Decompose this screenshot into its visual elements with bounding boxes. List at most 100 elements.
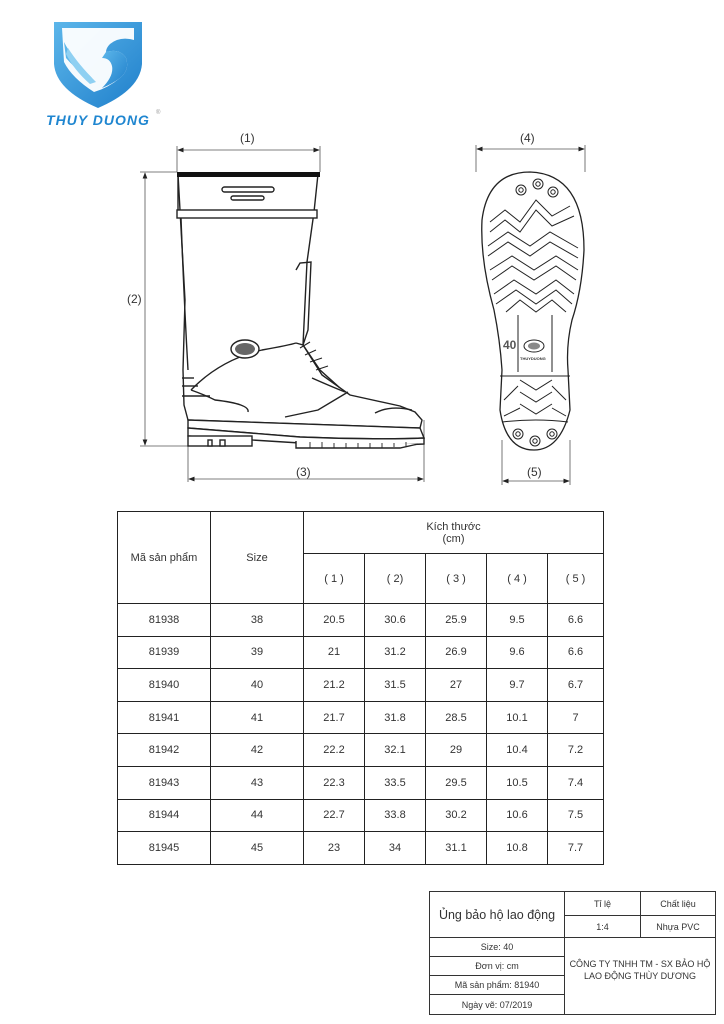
cell-code: 81942 bbox=[117, 733, 211, 767]
cell-d3: 30.2 bbox=[425, 798, 487, 833]
table-row: 81942 42 22.2 32.1 29 10.4 7.2 bbox=[117, 733, 604, 767]
brand-logo: THUY DUONG ® bbox=[28, 18, 168, 130]
table-row: 81939 39 21 31.2 26.9 9.6 6.6 bbox=[117, 635, 604, 670]
header-col-2: ( 2) bbox=[364, 553, 426, 604]
cell-d5: 7.2 bbox=[547, 733, 604, 767]
cell-d4: 9.7 bbox=[486, 668, 548, 702]
cell-d3: 29.5 bbox=[425, 765, 487, 800]
header-dimensions: Kích thước (cm) bbox=[303, 511, 604, 554]
dim-label-5: (5) bbox=[527, 465, 542, 479]
cell-d4: 10.4 bbox=[486, 733, 548, 767]
cell-size: 38 bbox=[210, 603, 304, 637]
cell-d2: 31.5 bbox=[364, 668, 426, 702]
cell-code: 81943 bbox=[117, 765, 211, 800]
cell-d3: 25.9 bbox=[425, 603, 487, 637]
cell-d3: 28.5 bbox=[425, 700, 487, 735]
header-col-1: ( 1 ) bbox=[303, 553, 365, 604]
cell-d5: 7.5 bbox=[547, 798, 604, 833]
cell-d2: 31.8 bbox=[364, 700, 426, 735]
sole-size-mark: 40 bbox=[503, 338, 517, 352]
cell-size: 39 bbox=[210, 635, 304, 670]
table-row: 81941 41 21.7 31.8 28.5 10.1 7 bbox=[117, 700, 604, 735]
cell-d2: 31.2 bbox=[364, 635, 426, 670]
header-col-3: ( 3 ) bbox=[425, 553, 487, 604]
cell-d4: 9.5 bbox=[486, 603, 548, 637]
cell-code: 81940 bbox=[117, 668, 211, 702]
cell-size: 41 bbox=[210, 700, 304, 735]
material-label: Chất liệu bbox=[640, 891, 716, 916]
cell-d1: 21 bbox=[303, 635, 365, 670]
header-col-4: ( 4 ) bbox=[486, 553, 548, 604]
header-dimensions-label: Kích thước bbox=[426, 520, 481, 533]
dimension-lines-side bbox=[140, 146, 425, 482]
cell-d3: 26.9 bbox=[425, 635, 487, 670]
technical-drawing bbox=[140, 145, 586, 485]
cell-code: 81944 bbox=[117, 798, 211, 833]
cell-d1: 20.5 bbox=[303, 603, 365, 637]
header-size: Size bbox=[210, 511, 304, 604]
brand-name: THUY DUONG bbox=[46, 112, 150, 128]
size-info: Size: 40 bbox=[429, 937, 565, 957]
cell-d2: 34 bbox=[364, 831, 426, 865]
cell-d4: 10.5 bbox=[486, 765, 548, 800]
cell-size: 40 bbox=[210, 668, 304, 702]
cell-d1: 22.3 bbox=[303, 765, 365, 800]
cell-size: 44 bbox=[210, 798, 304, 833]
dim-label-2: (2) bbox=[127, 292, 142, 306]
eagle-shield-icon bbox=[54, 22, 142, 108]
cell-d1: 21.7 bbox=[303, 700, 365, 735]
dim-label-3: (3) bbox=[296, 465, 311, 479]
cell-d4: 10.1 bbox=[486, 700, 548, 735]
material-value: Nhựa PVC bbox=[640, 915, 716, 938]
cell-d2: 33.8 bbox=[364, 798, 426, 833]
header-dimensions-unit: (cm) bbox=[442, 532, 465, 545]
cell-code: 81941 bbox=[117, 700, 211, 735]
cell-d1: 22.7 bbox=[303, 798, 365, 833]
cell-size: 45 bbox=[210, 831, 304, 865]
dim-label-4: (4) bbox=[520, 131, 535, 145]
cell-d5: 7 bbox=[547, 700, 604, 735]
drawing-date: Ngày vẽ: 07/2019 bbox=[429, 994, 565, 1015]
cell-d2: 32.1 bbox=[364, 733, 426, 767]
product-name: Ủng bảo hộ lao động bbox=[429, 891, 565, 938]
title-block: Ủng bảo hộ lao động Tỉ lệ Chất liệu 1:4 … bbox=[429, 891, 716, 1015]
cell-code: 81939 bbox=[117, 635, 211, 670]
cell-code: 81945 bbox=[117, 831, 211, 865]
registered-mark: ® bbox=[156, 110, 161, 116]
boot-side-view bbox=[176, 172, 426, 449]
company-name: CÔNG TY TNHH TM - SX BẢO HỘ LAO ĐỘNG THÙ… bbox=[564, 937, 716, 1015]
cell-d4: 9.6 bbox=[486, 635, 548, 670]
dim-label-1: (1) bbox=[240, 131, 255, 145]
cell-d2: 33.5 bbox=[364, 765, 426, 800]
cell-d5: 6.7 bbox=[547, 668, 604, 702]
scale-value: 1:4 bbox=[564, 915, 641, 938]
table-row: 81944 44 22.7 33.8 30.2 10.6 7.5 bbox=[117, 798, 604, 833]
cell-code: 81938 bbox=[117, 603, 211, 637]
size-spec-table: Mã sản phẩm Size Kích thước (cm) ( 1 ) (… bbox=[117, 511, 604, 865]
cell-d1: 22.2 bbox=[303, 733, 365, 767]
table-row: 81940 40 21.2 31.5 27 9.7 6.7 bbox=[117, 668, 604, 702]
header-col-5: ( 5 ) bbox=[547, 553, 604, 604]
cell-d1: 21.2 bbox=[303, 668, 365, 702]
sole-brand-mark: THUYDUONG bbox=[520, 356, 546, 361]
cell-d5: 7.4 bbox=[547, 765, 604, 800]
cell-d4: 10.8 bbox=[486, 831, 548, 865]
dimension-lines-sole bbox=[475, 145, 586, 485]
cell-d2: 30.6 bbox=[364, 603, 426, 637]
cell-size: 43 bbox=[210, 765, 304, 800]
header-product-code: Mã sản phẩm bbox=[117, 511, 211, 604]
product-code-info: Mã sản phẩm: 81940 bbox=[429, 975, 565, 995]
table-row: 81943 43 22.3 33.5 29.5 10.5 7.4 bbox=[117, 765, 604, 800]
cell-d5: 6.6 bbox=[547, 603, 604, 637]
cell-d4: 10.6 bbox=[486, 798, 548, 833]
boot-sole-view bbox=[481, 171, 585, 451]
cell-d3: 27 bbox=[425, 668, 487, 702]
scale-label: Tỉ lệ bbox=[564, 891, 641, 916]
cell-d5: 7.7 bbox=[547, 831, 604, 865]
cell-size: 42 bbox=[210, 733, 304, 767]
table-row: 81938 38 20.5 30.6 25.9 9.5 6.6 bbox=[117, 603, 604, 637]
cell-d1: 23 bbox=[303, 831, 365, 865]
table-row: 81945 45 23 34 31.1 10.8 7.7 bbox=[117, 831, 604, 865]
unit-info: Đơn vị: cm bbox=[429, 956, 565, 976]
cell-d5: 6.6 bbox=[547, 635, 604, 670]
